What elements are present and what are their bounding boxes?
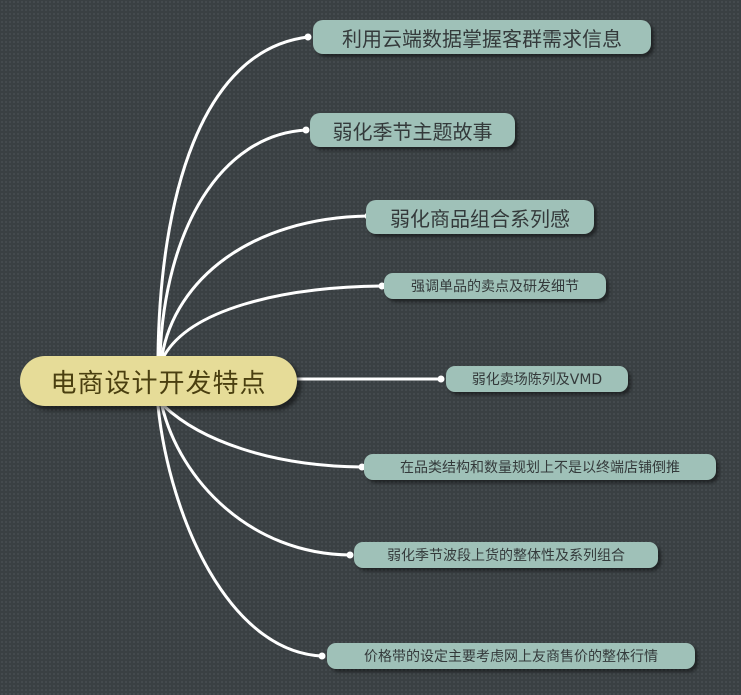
- branch-topic-8[interactable]: 价格带的设定主要考虑网上友商售价的整体行情: [327, 643, 695, 669]
- branch-topic-2[interactable]: 弱化季节主题故事: [310, 113, 515, 147]
- central-topic-label: 电商设计开发特点: [50, 368, 267, 399]
- branch-topic-3[interactable]: 弱化商品组合系列感: [366, 200, 594, 234]
- connector-7: [160, 404, 352, 557]
- branch-topic-6[interactable]: 在品类结构和数量规划上不是以终端店铺倒推: [364, 454, 716, 480]
- central-topic[interactable]: 电商设计开发特点: [20, 356, 297, 406]
- branch-topic-7[interactable]: 弱化季节波段上货的整体性及系列组合: [354, 542, 658, 568]
- branch-topic-label: 在品类结构和数量规划上不是以终端店铺倒推: [400, 460, 680, 476]
- branch-topic-label: 弱化卖场陈列及VMD: [471, 372, 603, 388]
- branch-topic-1[interactable]: 利用云端数据掌握客群需求信息: [313, 20, 651, 54]
- branch-topic-label: 强调单品的卖点及研发细节: [411, 279, 579, 295]
- branch-topic-label: 弱化商品组合系列感: [390, 206, 570, 231]
- branch-topic-label: 弱化季节主题故事: [332, 119, 493, 144]
- connector-1: [156, 35, 310, 358]
- branch-topic-5[interactable]: 弱化卖场陈列及VMD: [446, 366, 628, 392]
- connector-4: [162, 284, 384, 358]
- connector-3: [160, 214, 370, 358]
- connector-8: [156, 404, 324, 658]
- branch-topic-4[interactable]: 强调单品的卖点及研发细节: [384, 273, 606, 299]
- branch-topic-label: 弱化季节波段上货的整体性及系列组合: [387, 548, 625, 564]
- branch-topic-label: 价格带的设定主要考虑网上友商售价的整体行情: [364, 649, 658, 665]
- branch-topic-label: 利用云端数据掌握客群需求信息: [342, 26, 622, 51]
- connector-2: [158, 128, 308, 358]
- connector-6: [162, 404, 364, 469]
